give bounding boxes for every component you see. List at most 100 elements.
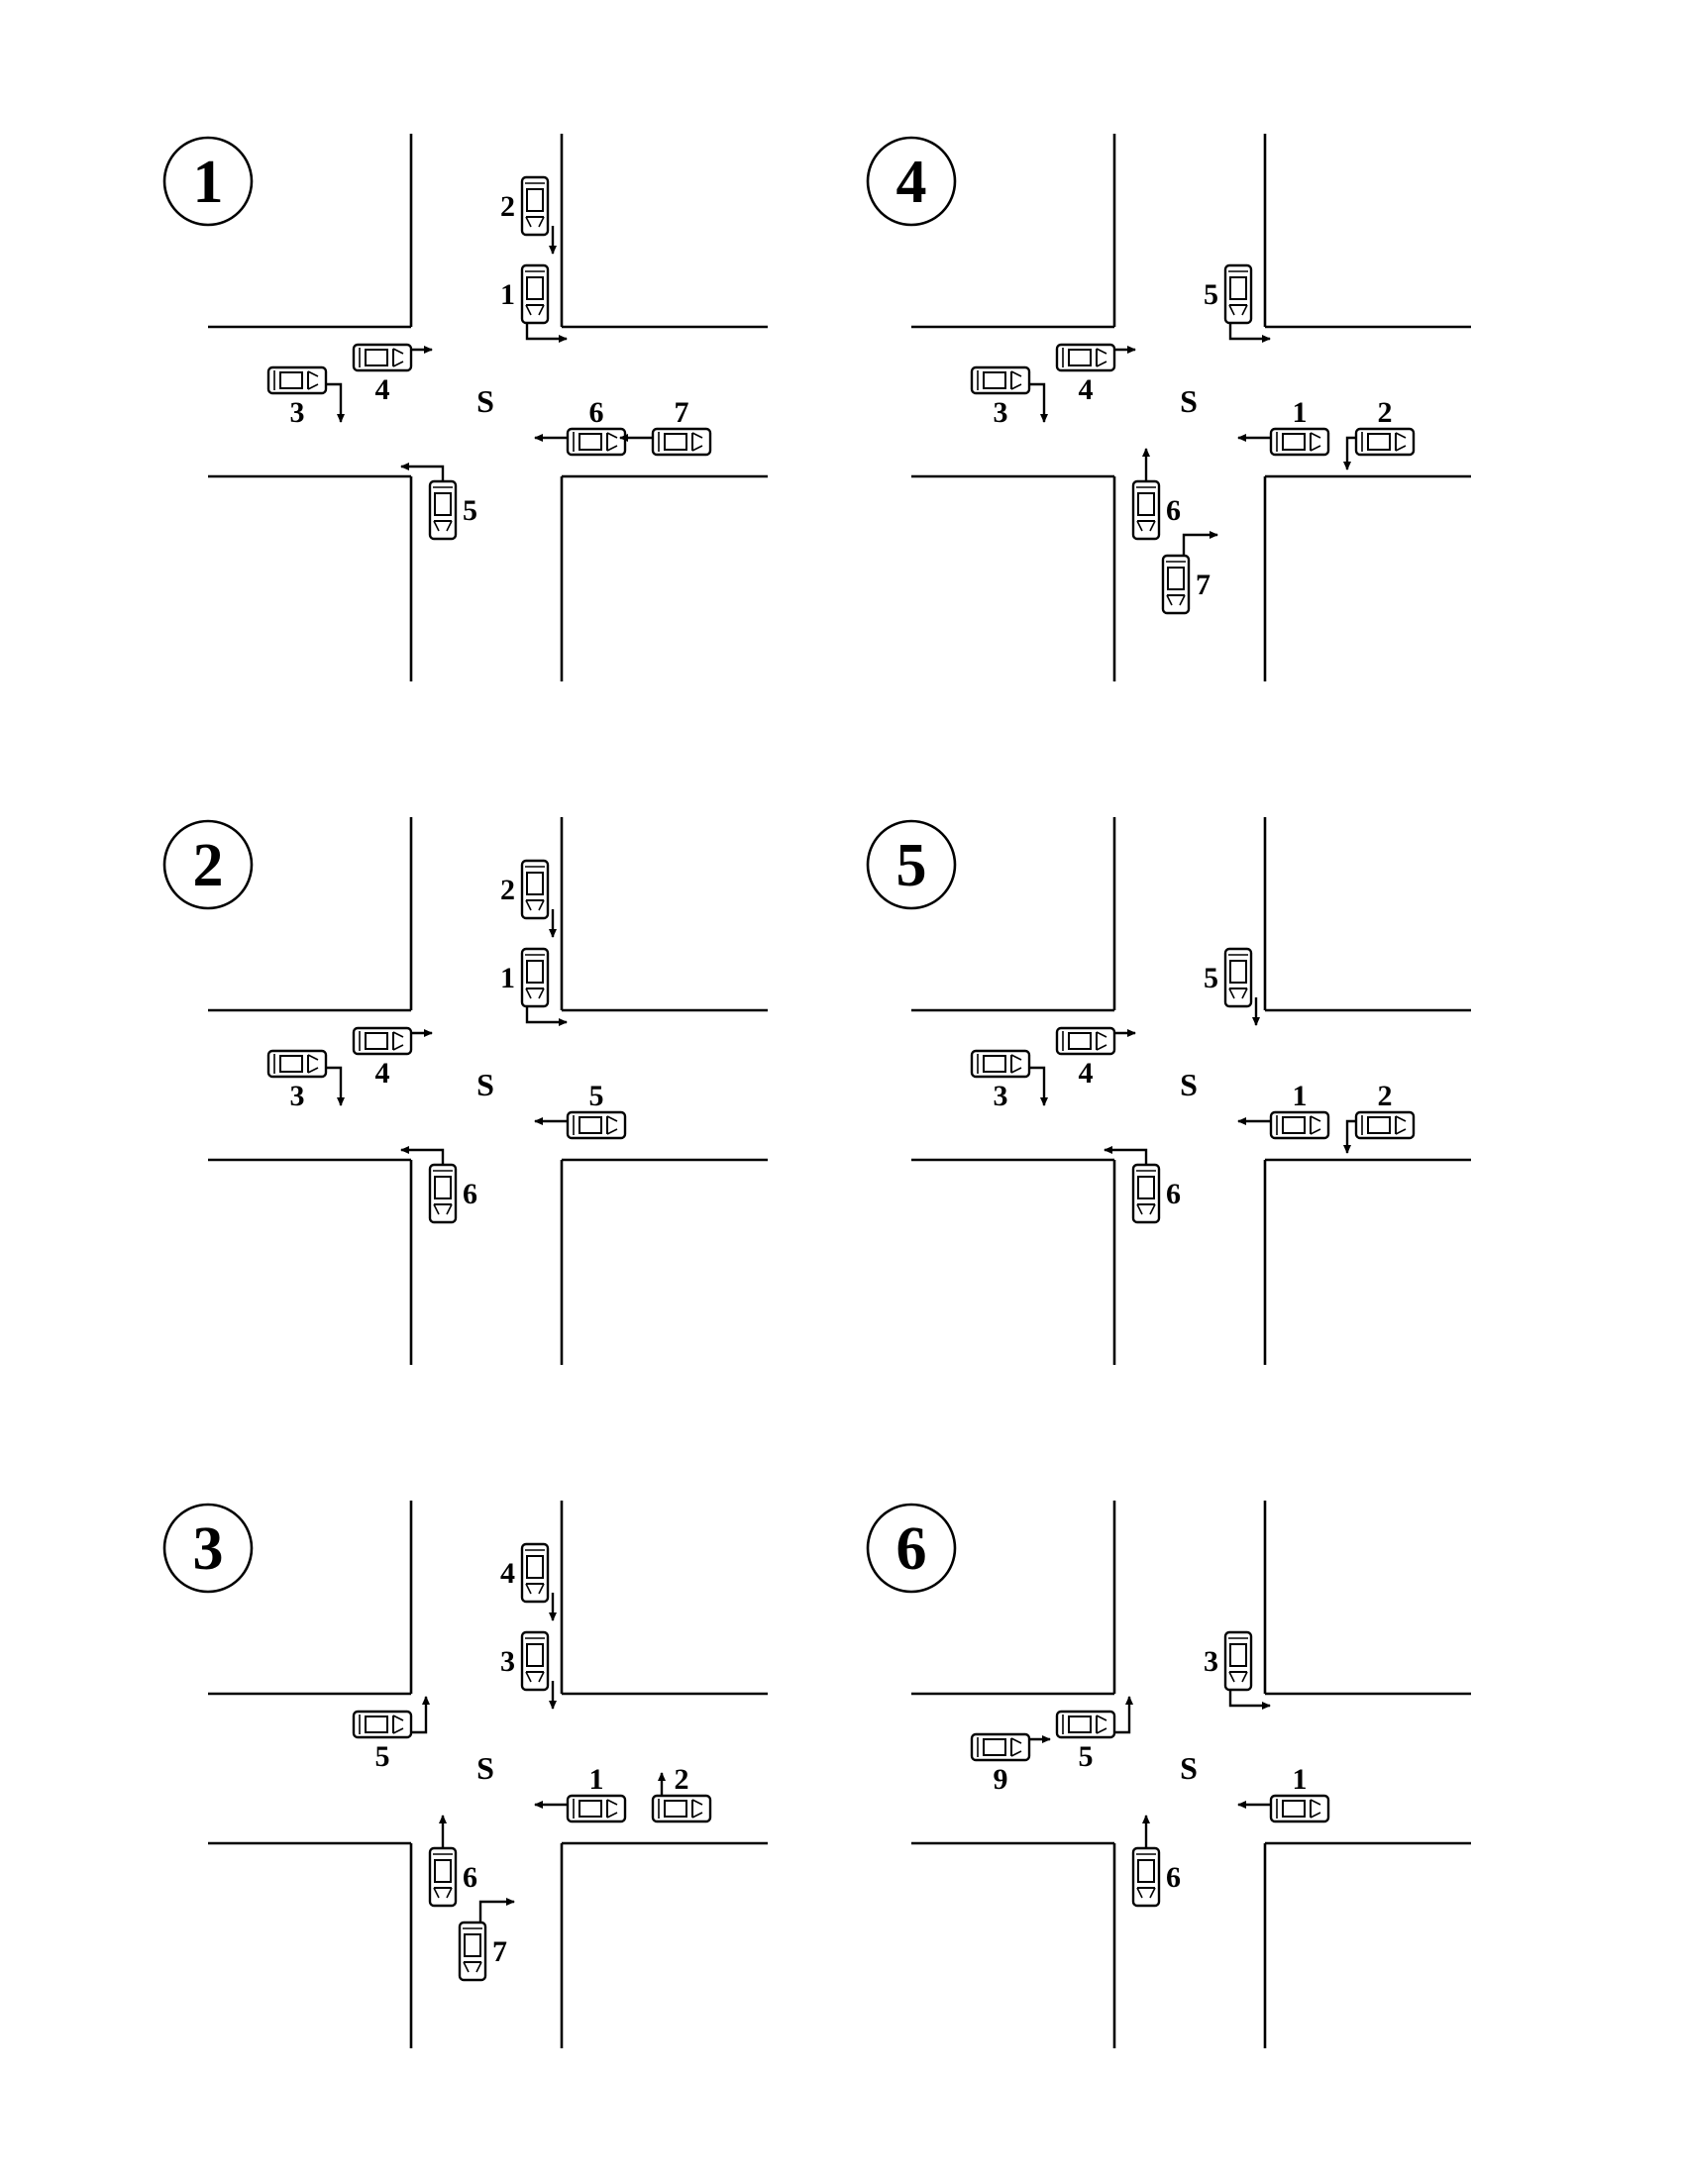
panel-number: 1 xyxy=(193,149,224,216)
car-label: 5 xyxy=(1204,278,1218,311)
car-2-path-arrow xyxy=(1343,436,1355,470)
car-4 xyxy=(1055,1026,1116,1056)
car-5 xyxy=(1223,263,1253,325)
car-6 xyxy=(1131,1846,1161,1908)
car-3-path-arrow xyxy=(1030,382,1048,423)
car-9 xyxy=(970,1732,1031,1762)
car-label: 2 xyxy=(500,190,515,223)
car-label: 1 xyxy=(500,962,515,994)
road-edges xyxy=(911,1501,1471,2048)
car-1-path-arrow xyxy=(525,1007,568,1026)
car-2-path-arrow xyxy=(1343,1119,1355,1154)
car-label: 4 xyxy=(375,1057,390,1090)
car-1-path-arrow xyxy=(525,324,568,343)
panel-number-circle xyxy=(866,1503,957,1594)
panel-number: 6 xyxy=(896,1515,927,1583)
car-label: 2 xyxy=(1378,396,1393,429)
intersection-center-label: S xyxy=(1180,1750,1198,1786)
car-4 xyxy=(1055,343,1116,372)
car-label: 2 xyxy=(1378,1080,1393,1112)
car-7 xyxy=(1161,554,1191,615)
car-1 xyxy=(1269,1794,1330,1823)
intersection-center-label: S xyxy=(476,1067,494,1102)
car-3 xyxy=(1223,1630,1253,1692)
car-7 xyxy=(458,1921,487,1982)
panel-number: 2 xyxy=(193,832,224,899)
car-6 xyxy=(428,1846,458,1908)
car-3-path-arrow xyxy=(1030,1066,1048,1106)
car-label: 2 xyxy=(675,1763,689,1796)
car-label: 7 xyxy=(492,1935,507,1968)
road-edges xyxy=(208,1501,768,2048)
car-2 xyxy=(1354,1110,1416,1140)
car-label: 3 xyxy=(290,396,305,429)
car-label: 3 xyxy=(994,1080,1008,1112)
car-label: 1 xyxy=(589,1763,604,1796)
car-label: 4 xyxy=(1079,373,1094,406)
road-edges xyxy=(208,134,768,681)
intersection-center-label: S xyxy=(1180,383,1198,419)
panel-number: 5 xyxy=(896,832,927,899)
car-label: 5 xyxy=(1079,1740,1094,1773)
car-label: 4 xyxy=(500,1557,515,1590)
car-5 xyxy=(352,1710,413,1739)
car-6-path-arrow xyxy=(1104,1146,1148,1164)
car-2 xyxy=(520,175,550,237)
car-3 xyxy=(970,1049,1031,1079)
car-5 xyxy=(428,479,458,541)
panel-number-circle xyxy=(162,819,254,910)
road-edges xyxy=(208,817,768,1365)
car-label: 4 xyxy=(375,373,390,406)
car-1 xyxy=(1269,427,1330,457)
car-5 xyxy=(1223,947,1253,1008)
car-label: 3 xyxy=(1204,1645,1218,1678)
car-label: 6 xyxy=(589,396,604,429)
car-label: 6 xyxy=(1166,494,1181,527)
intersection-center-label: S xyxy=(1180,1067,1198,1102)
car-5-path-arrow xyxy=(412,1696,430,1734)
car-label: 6 xyxy=(463,1861,477,1894)
car-7-path-arrow xyxy=(478,1898,515,1922)
car-5-path-arrow xyxy=(1228,324,1271,343)
car-6-path-arrow xyxy=(400,1146,445,1164)
car-5-path-arrow xyxy=(400,463,445,480)
car-1 xyxy=(520,263,550,325)
car-label: 3 xyxy=(994,396,1008,429)
car-6 xyxy=(1131,479,1161,541)
panel-number-circle xyxy=(866,136,957,227)
road-edges xyxy=(911,817,1471,1365)
car-label: 5 xyxy=(463,494,477,527)
car-4 xyxy=(352,1026,413,1056)
intersection-center-label: S xyxy=(476,1750,494,1786)
intersection-center-label: S xyxy=(476,383,494,419)
car-label: 5 xyxy=(1204,962,1218,994)
car-3-path-arrow xyxy=(1228,1691,1271,1710)
car-label: 5 xyxy=(589,1080,604,1112)
car-label: 1 xyxy=(1293,1080,1308,1112)
car-label: 2 xyxy=(500,874,515,906)
car-label: 1 xyxy=(500,278,515,311)
car-4 xyxy=(352,343,413,372)
car-3 xyxy=(520,1630,550,1692)
car-5 xyxy=(1055,1710,1116,1739)
car-label: 6 xyxy=(463,1178,477,1210)
car-label: 1 xyxy=(1293,396,1308,429)
car-5-path-arrow xyxy=(1115,1696,1133,1734)
car-label: 7 xyxy=(1196,569,1210,601)
car-3 xyxy=(970,365,1031,395)
car-2 xyxy=(1354,427,1416,457)
car-1 xyxy=(566,1794,627,1823)
car-label: 4 xyxy=(1079,1057,1094,1090)
car-label: 6 xyxy=(1166,1178,1181,1210)
panel-number-circle xyxy=(162,1503,254,1594)
car-1 xyxy=(1269,1110,1330,1140)
panel-number: 3 xyxy=(193,1515,224,1583)
car-7-path-arrow xyxy=(1182,531,1218,555)
intersection-panel-5: 5S 5 4 3 1 2 6 xyxy=(866,817,1471,1365)
